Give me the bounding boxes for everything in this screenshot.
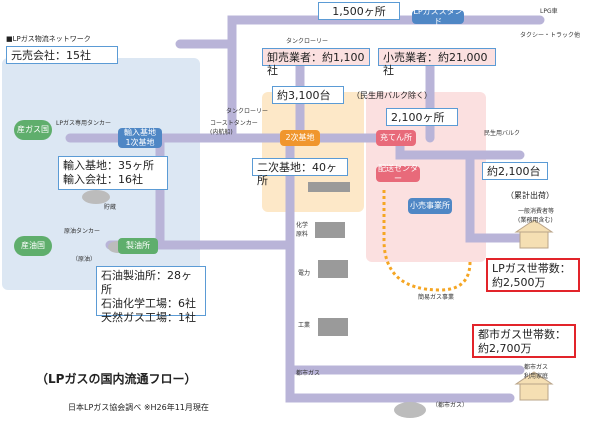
city-gas-label: 都市ガス (296, 370, 321, 377)
top-flow-line (175, 15, 545, 49)
kouri-box: 小売業者：約21,000社 (378, 48, 496, 77)
taxi-truck-label: タクシー・トラック他 (520, 32, 581, 39)
factory-icons (308, 182, 350, 336)
house-icons (514, 219, 554, 401)
refinery-line2: 石油化学工場：6社 (101, 297, 196, 310)
count-3100-box: 約3,100台 (272, 86, 344, 104)
city-gas-user-label: 都市ガス 利用家庭 (524, 364, 549, 380)
lp-households-line1: LPガス世帯数： (492, 262, 571, 275)
tank-lorry-mid-label: タンクローリー (226, 108, 269, 115)
crude-tanker-label: 原油タンカー (64, 228, 101, 235)
city-households-box: 都市ガス世帯数： 約2,700万 (472, 324, 576, 358)
tank-lorry-top-label: タンクローリー (286, 38, 329, 45)
power-label: 電力 (298, 270, 311, 277)
storage-label: 貯蔵 (104, 204, 117, 211)
top-count-box: 1,500ヶ所 (318, 2, 400, 20)
page-header: ■LPガス物流ネットワーク (6, 35, 91, 43)
bulk-label: 民生用バルク (484, 130, 521, 137)
city-gas-paren-label: （都市ガス） (432, 402, 469, 409)
cumulative-label: （累計出荷） (506, 191, 554, 200)
motouri-box: 元売会社：15社 (6, 46, 118, 64)
city-households-line2: 約2,700万 (478, 342, 532, 355)
oil-producer-node: 産油国 (14, 236, 52, 256)
coastal-tanker-label: コーストタンカー (内航船) (210, 120, 258, 136)
minsei-note: （民生用バルク除く） (352, 91, 432, 100)
secondary-base-box: 二次基地：40ヶ所 (252, 158, 348, 187)
down-main-line (285, 133, 515, 403)
simple-gas-dotted-loop (382, 190, 472, 292)
refinery-line1: 石油製油所：28ヶ所 (101, 269, 192, 296)
secondary-node: 2次基地 (280, 130, 320, 146)
refinery-node: 製油所 (118, 238, 158, 254)
count-2100-sites-box: 2,100ヶ所 (386, 108, 458, 126)
refinery-box: 石油製油所：28ヶ所 石油化学工場：6社 天然ガス工場：1社 (96, 266, 206, 324)
refinery-line3: 天然ガス工場：1社 (101, 311, 196, 324)
lpg-car-label: LPG車 (540, 8, 558, 15)
delivery-node: 配送センター (376, 164, 420, 183)
general-consumer-label: 一般消費者等 (業務用含む) (518, 208, 555, 224)
import-base-line1: 輸入基地：35ヶ所 (63, 159, 154, 172)
footer-title: （LPガスの国内流通フロー） (36, 372, 197, 386)
producer-node: 産ガス国 (14, 120, 52, 140)
lp-households-box: LPガス世帯数： 約2,500万 (486, 258, 580, 292)
simple-gas-label: 簡易ガス事業 (418, 294, 455, 301)
chemical-label: 化学 原料 (296, 222, 309, 238)
filling-node: 充てん所 (376, 130, 416, 146)
stand-node: LPガススタンド (412, 7, 464, 26)
crude-label: （原油） (72, 256, 97, 263)
city-households-line1: 都市ガス世帯数： (478, 328, 566, 341)
lpg-tanker-label: LPガス専用タンカー (56, 120, 111, 127)
industry-label: 工業 (298, 322, 311, 329)
oroshi-box: 卸売業者：約1,100社 (262, 48, 370, 77)
count-2100-units-box: 約2,100台 (482, 162, 548, 180)
import-base-box: 輸入基地：35ヶ所 輸入会社：16社 (58, 156, 168, 190)
source-note: 日本LPガス協会調べ ※H26年11月現在 (68, 403, 209, 412)
import-base-line2: 輸入会社：16社 (63, 173, 143, 186)
small-office-node: 小売事業所 (408, 198, 452, 214)
import-base-node: 輸入基地 1次基地 (118, 128, 162, 148)
lp-households-line2: 約2,500万 (492, 276, 546, 289)
